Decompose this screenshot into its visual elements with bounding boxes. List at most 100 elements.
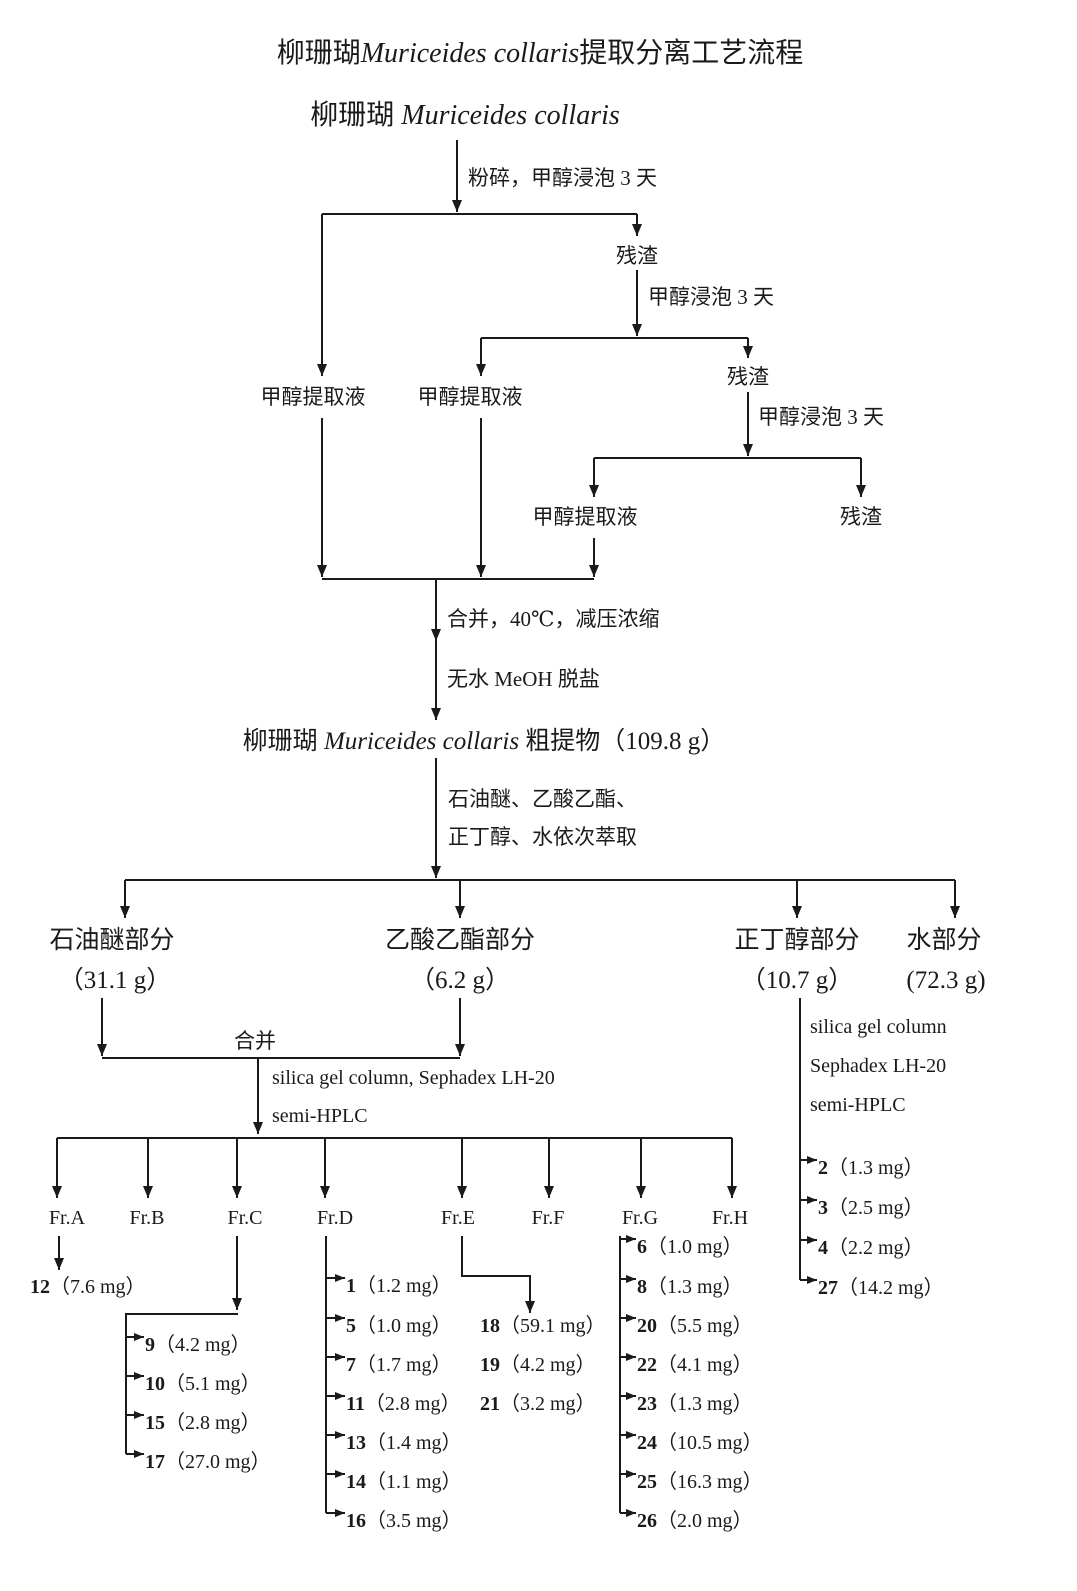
- compound-number: 1: [346, 1275, 356, 1297]
- page-title: 柳珊瑚Muriceides collaris提取分离工艺流程: [277, 40, 804, 68]
- fraction-mass: （10.7 g）: [740, 967, 854, 994]
- compound-number: 7: [346, 1354, 356, 1376]
- fr-e-branch: [461, 1236, 535, 1313]
- compound-number: 27: [818, 1277, 838, 1299]
- compound-number: 23: [637, 1393, 657, 1415]
- compound-number: 2: [818, 1157, 828, 1179]
- compound-number: 22: [637, 1354, 657, 1376]
- fraction-name: 石油醚部分: [49, 927, 175, 954]
- title-suffix: 提取分离工艺流程: [579, 38, 804, 69]
- compound-number: 21: [480, 1393, 500, 1415]
- compound-entry: 15（2.8 mg）: [145, 1413, 261, 1433]
- compound-entry: 17（27.0 mg）: [145, 1452, 271, 1472]
- compound-amount: （2.5 mg）: [828, 1197, 924, 1219]
- compound-number: 13: [346, 1432, 366, 1454]
- compound-amount: （4.1 mg）: [657, 1354, 753, 1376]
- compound-amount: （5.1 mg）: [165, 1373, 261, 1395]
- compound-amount: （2.8 mg）: [364, 1393, 461, 1415]
- compound-amount: （1.0 mg）: [647, 1236, 743, 1258]
- crude-extract-label: 柳珊瑚 Muriceides collaris 粗提物（109.8 g）: [243, 729, 726, 754]
- compound-amount: （7.6 mg）: [50, 1276, 146, 1298]
- extract-label: 甲醇提取液: [532, 505, 638, 529]
- compound-number: 6: [637, 1236, 647, 1258]
- compound-amount: （4.2 mg）: [155, 1334, 251, 1356]
- compound-number: 24: [637, 1432, 657, 1454]
- compound-entry: 11（2.8 mg）: [346, 1394, 460, 1414]
- partition-step-label: 石油醚、乙酸乙酯、: [448, 787, 637, 811]
- extract-label: 甲醇提取液: [260, 385, 366, 409]
- subfraction-label: Fr.E: [441, 1207, 475, 1229]
- compound-entry: 5（1.0 mg）: [346, 1316, 452, 1336]
- subfraction-label: Fr.H: [711, 1207, 749, 1229]
- compound-entry: 13（1.4 mg）: [346, 1433, 462, 1453]
- compound-entry: 10（5.1 mg）: [145, 1374, 261, 1394]
- residue-label: 残渣: [727, 365, 769, 389]
- compound-entry: 7（1.7 mg）: [346, 1355, 452, 1375]
- compound-number: 16: [346, 1510, 366, 1532]
- compound-amount: （14.2 mg）: [838, 1277, 944, 1299]
- subfraction-label: Fr.A: [48, 1207, 86, 1229]
- source-organism-label: 柳珊瑚 Muriceides collaris: [310, 102, 620, 130]
- fraction-mass: （31.1 g）: [58, 967, 172, 994]
- compound-entry: 16（3.5 mg）: [346, 1511, 462, 1531]
- subfraction-label: Fr.D: [316, 1207, 354, 1229]
- compound-number: 20: [637, 1315, 657, 1337]
- compound-number: 26: [637, 1510, 657, 1532]
- compound-amount: （3.2 mg）: [500, 1393, 596, 1415]
- compound-amount: （1.1 mg）: [366, 1471, 462, 1493]
- crude-prefix: 柳珊瑚: [242, 728, 324, 755]
- residue-label: 残渣: [616, 244, 658, 268]
- compound-amount: （1.4 mg）: [366, 1432, 462, 1454]
- compound-amount: （1.3 mg）: [657, 1393, 753, 1415]
- compound-entry: 8（1.3 mg）: [637, 1277, 743, 1297]
- compound-entry: 4（2.2 mg）: [818, 1238, 924, 1258]
- compound-number: 15: [145, 1412, 165, 1434]
- species-name: Muriceides collaris: [323, 728, 520, 755]
- compound-amount: （3.5 mg）: [366, 1510, 462, 1532]
- fraction-name: 水部分: [906, 927, 982, 954]
- compound-entry: 24（10.5 mg）: [637, 1433, 763, 1453]
- compound-entry: 27（14.2 mg）: [818, 1278, 944, 1298]
- compound-number: 8: [637, 1276, 647, 1298]
- compound-amount: （1.7 mg）: [356, 1354, 452, 1376]
- step-label-soak: 甲醇浸泡 3 天: [648, 285, 774, 309]
- merge-label: 合并: [234, 1029, 276, 1053]
- chromatography-label: Sephadex LH-20: [810, 1055, 947, 1077]
- compound-entry: 19（4.2 mg）: [480, 1355, 596, 1375]
- compound-amount: （5.5 mg）: [657, 1315, 753, 1337]
- compound-entry: 3（2.5 mg）: [818, 1198, 924, 1218]
- compound-amount: （27.0 mg）: [165, 1451, 271, 1473]
- step-label-grind-soak: 粉碎，甲醇浸泡 3 天: [468, 166, 657, 190]
- crude-suffix: 粗提物（109.8 g）: [519, 728, 726, 755]
- subfraction-label: Fr.G: [621, 1207, 659, 1229]
- compound-number: 18: [480, 1315, 500, 1337]
- compound-entry: 20（5.5 mg）: [637, 1316, 753, 1336]
- fr-c-branch: [125, 1313, 238, 1454]
- compound-amount: （2.2 mg）: [828, 1237, 924, 1259]
- compound-entry: 6（1.0 mg）: [637, 1237, 743, 1257]
- compound-amount: （2.0 mg）: [657, 1510, 753, 1532]
- species-name: Muriceides collaris: [360, 38, 580, 69]
- compound-entry: 9（4.2 mg）: [145, 1335, 251, 1355]
- subfraction-label: Fr.B: [129, 1207, 165, 1229]
- compound-amount: （1.3 mg）: [828, 1157, 924, 1179]
- title-prefix: 柳珊瑚: [276, 38, 361, 69]
- compound-entry: 18（59.1 mg）: [480, 1316, 606, 1336]
- compound-entry: 23（1.3 mg）: [637, 1394, 753, 1414]
- compound-amount: （59.1 mg）: [500, 1315, 606, 1337]
- step-label-desalt: 无水 MeOH 脱盐: [447, 667, 600, 691]
- compound-amount: （1.2 mg）: [356, 1275, 452, 1297]
- residue-label: 残渣: [840, 505, 882, 529]
- compound-number: 17: [145, 1451, 165, 1473]
- compound-number: 11: [346, 1393, 365, 1415]
- step-label-concentrate: 合并，40℃，减压浓缩: [447, 607, 660, 631]
- compound-number: 10: [145, 1373, 165, 1395]
- source-prefix: 柳珊瑚: [310, 100, 402, 131]
- compound-amount: （2.8 mg）: [165, 1412, 261, 1434]
- chromatography-label: semi-HPLC: [272, 1105, 368, 1127]
- fraction-mass: (72.3 g): [906, 967, 986, 994]
- compound-number: 12: [30, 1276, 50, 1298]
- compound-number: 25: [637, 1471, 657, 1493]
- compound-amount: （4.2 mg）: [500, 1354, 596, 1376]
